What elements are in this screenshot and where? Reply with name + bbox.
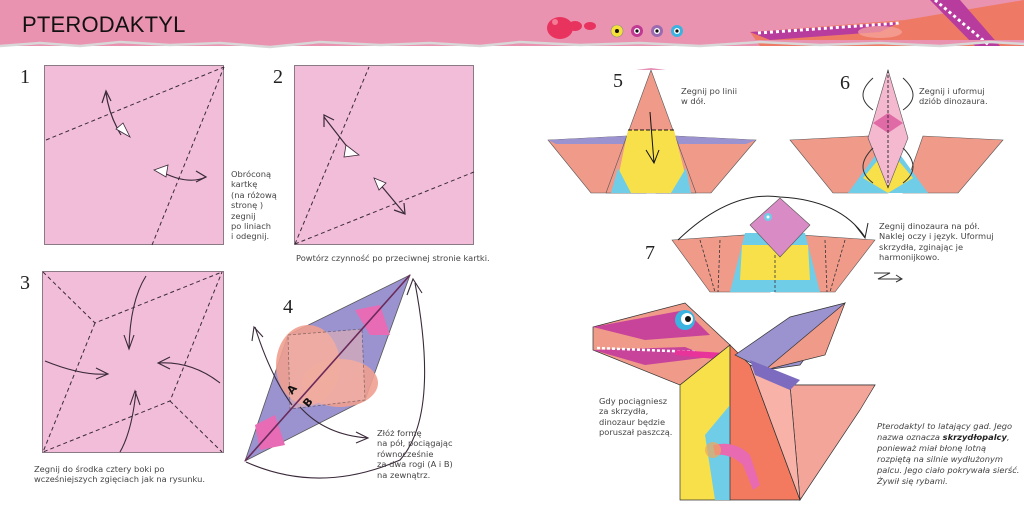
dinosaur-jaw-decoration bbox=[750, 0, 1024, 46]
caption-line: kartkę bbox=[231, 179, 258, 190]
step-6-number: 6 bbox=[840, 72, 850, 94]
fact-line: Pterodaktyl to latający gad. Jego bbox=[877, 421, 1013, 431]
caption-line: po liniach bbox=[231, 221, 272, 232]
step-6-caption: Zegnij i uformuj dziób dinozaura. bbox=[919, 86, 988, 107]
caption-line: Złóż formę bbox=[377, 428, 422, 438]
fold-arrows-icon bbox=[245, 277, 426, 479]
fact-highlight-term: skrzydłopalcy bbox=[942, 432, 1007, 442]
fact-line: nazwa oznacza skrzydłopalcy, bbox=[877, 432, 1019, 443]
fact-line: Żywił się rybami. bbox=[877, 476, 948, 486]
paint-splat-icon bbox=[547, 17, 596, 39]
step-3-caption: Zegnij do środka cztery boki po wcześnie… bbox=[34, 464, 205, 485]
step-2-caption: Powtórz czynność po przeciwnej stronie k… bbox=[296, 253, 490, 263]
caption-line: na pół, pociągając bbox=[377, 438, 453, 449]
caption-line: na zewnątrz. bbox=[377, 469, 431, 480]
fold-arrows-icon bbox=[44, 275, 221, 453]
step-2-diagram bbox=[294, 65, 475, 245]
step-5-caption: Zegnij po linii w dół. bbox=[681, 86, 737, 107]
fold-arrow-icon bbox=[373, 177, 406, 215]
step-1-caption: Obróconą kartkę (na różową stronę ) zegn… bbox=[231, 169, 277, 242]
caption-line: dinozaur będzie bbox=[599, 416, 666, 427]
step-5-diagram bbox=[547, 68, 757, 194]
caption-line: Obróconą bbox=[231, 169, 272, 179]
fact-text: nazwa oznacza bbox=[877, 432, 943, 442]
step-1-diagram bbox=[44, 65, 225, 246]
step-3-number: 3 bbox=[20, 272, 30, 294]
caption-line: za skrzydła, bbox=[599, 406, 649, 417]
step-6-diagram bbox=[789, 68, 1004, 194]
caption-line: skrzydła, zginając je bbox=[879, 241, 964, 252]
step-2-number: 2 bbox=[273, 66, 283, 88]
caption-line: Naklej oczy i język. Uformuj bbox=[879, 231, 994, 242]
fold-arrow-icon bbox=[323, 114, 361, 158]
blue-eye-icon bbox=[671, 25, 683, 37]
step-7-number: 7 bbox=[645, 242, 655, 264]
fold-arrow-icon bbox=[153, 164, 208, 183]
caption-line: Zegnij do środka cztery boki po bbox=[34, 464, 165, 474]
finished-pterodactyl-illustration bbox=[592, 301, 876, 502]
step-4-caption: Złóż formę na pół, pociągając równocześn… bbox=[377, 428, 453, 480]
header-decoration bbox=[547, 0, 1024, 46]
fact-line: palcu. Jego ciało pokrywała sierść. bbox=[877, 465, 1020, 475]
caption-line: poruszał paszczą. bbox=[599, 427, 673, 438]
page-title: PTERODAKTYL bbox=[22, 12, 186, 37]
fold-arrow-icon bbox=[101, 89, 131, 139]
step-7-diagram bbox=[671, 195, 876, 293]
pterodactyl-fact-text: Pterodaktyl to latający gad. Jego nazwa … bbox=[877, 421, 1019, 487]
step-3-diagram bbox=[42, 271, 224, 453]
caption-line: Zegnij dinozaura na pół. bbox=[879, 221, 980, 231]
step-1-number: 1 bbox=[20, 66, 30, 88]
torn-paper-edge bbox=[0, 40, 1024, 49]
caption-line: zegnij bbox=[231, 210, 256, 221]
caption-line: stronę ) bbox=[231, 200, 264, 211]
caption-line: (na różową bbox=[231, 189, 277, 200]
step-7-caption: Zegnij dinozaura na pół. Naklej oczy i j… bbox=[879, 221, 994, 263]
final-caption: Gdy pociągniesz za skrzydła, dinozaur bę… bbox=[599, 396, 672, 438]
page-header: PTERODAKTYL bbox=[0, 0, 1024, 46]
caption-line: wcześniejszych zgięciach jak na rysunku. bbox=[34, 474, 206, 485]
accordion-fold-arrow-icon bbox=[874, 272, 903, 283]
caption-line: Zegnij po linii bbox=[681, 86, 738, 96]
caption-line: i odegnij. bbox=[231, 231, 270, 242]
caption-line: dziób dinozaura. bbox=[919, 96, 988, 107]
step-4-diagram: A B bbox=[244, 274, 426, 479]
magenta-eye-icon bbox=[631, 25, 643, 37]
caption-line: Gdy pociągniesz bbox=[599, 396, 668, 406]
fact-text: , bbox=[1006, 432, 1010, 442]
purple-eye-icon bbox=[651, 25, 663, 37]
caption-line: w dół. bbox=[681, 96, 706, 107]
caption-line: równocześnie bbox=[377, 448, 434, 459]
caption-line: harmonijkowo. bbox=[879, 252, 940, 263]
step-4-number: 4 bbox=[283, 296, 293, 318]
step-5-number: 5 bbox=[613, 70, 623, 92]
caption-line: za dwa rogi (A i B) bbox=[377, 459, 453, 470]
caption-line: Zegnij i uformuj bbox=[919, 86, 985, 96]
yellow-eye-icon bbox=[610, 24, 624, 38]
fact-line: rozpiętą na silnie wydłużonym bbox=[877, 454, 1003, 464]
fact-line: ponieważ miał błonę lotną bbox=[877, 443, 987, 453]
